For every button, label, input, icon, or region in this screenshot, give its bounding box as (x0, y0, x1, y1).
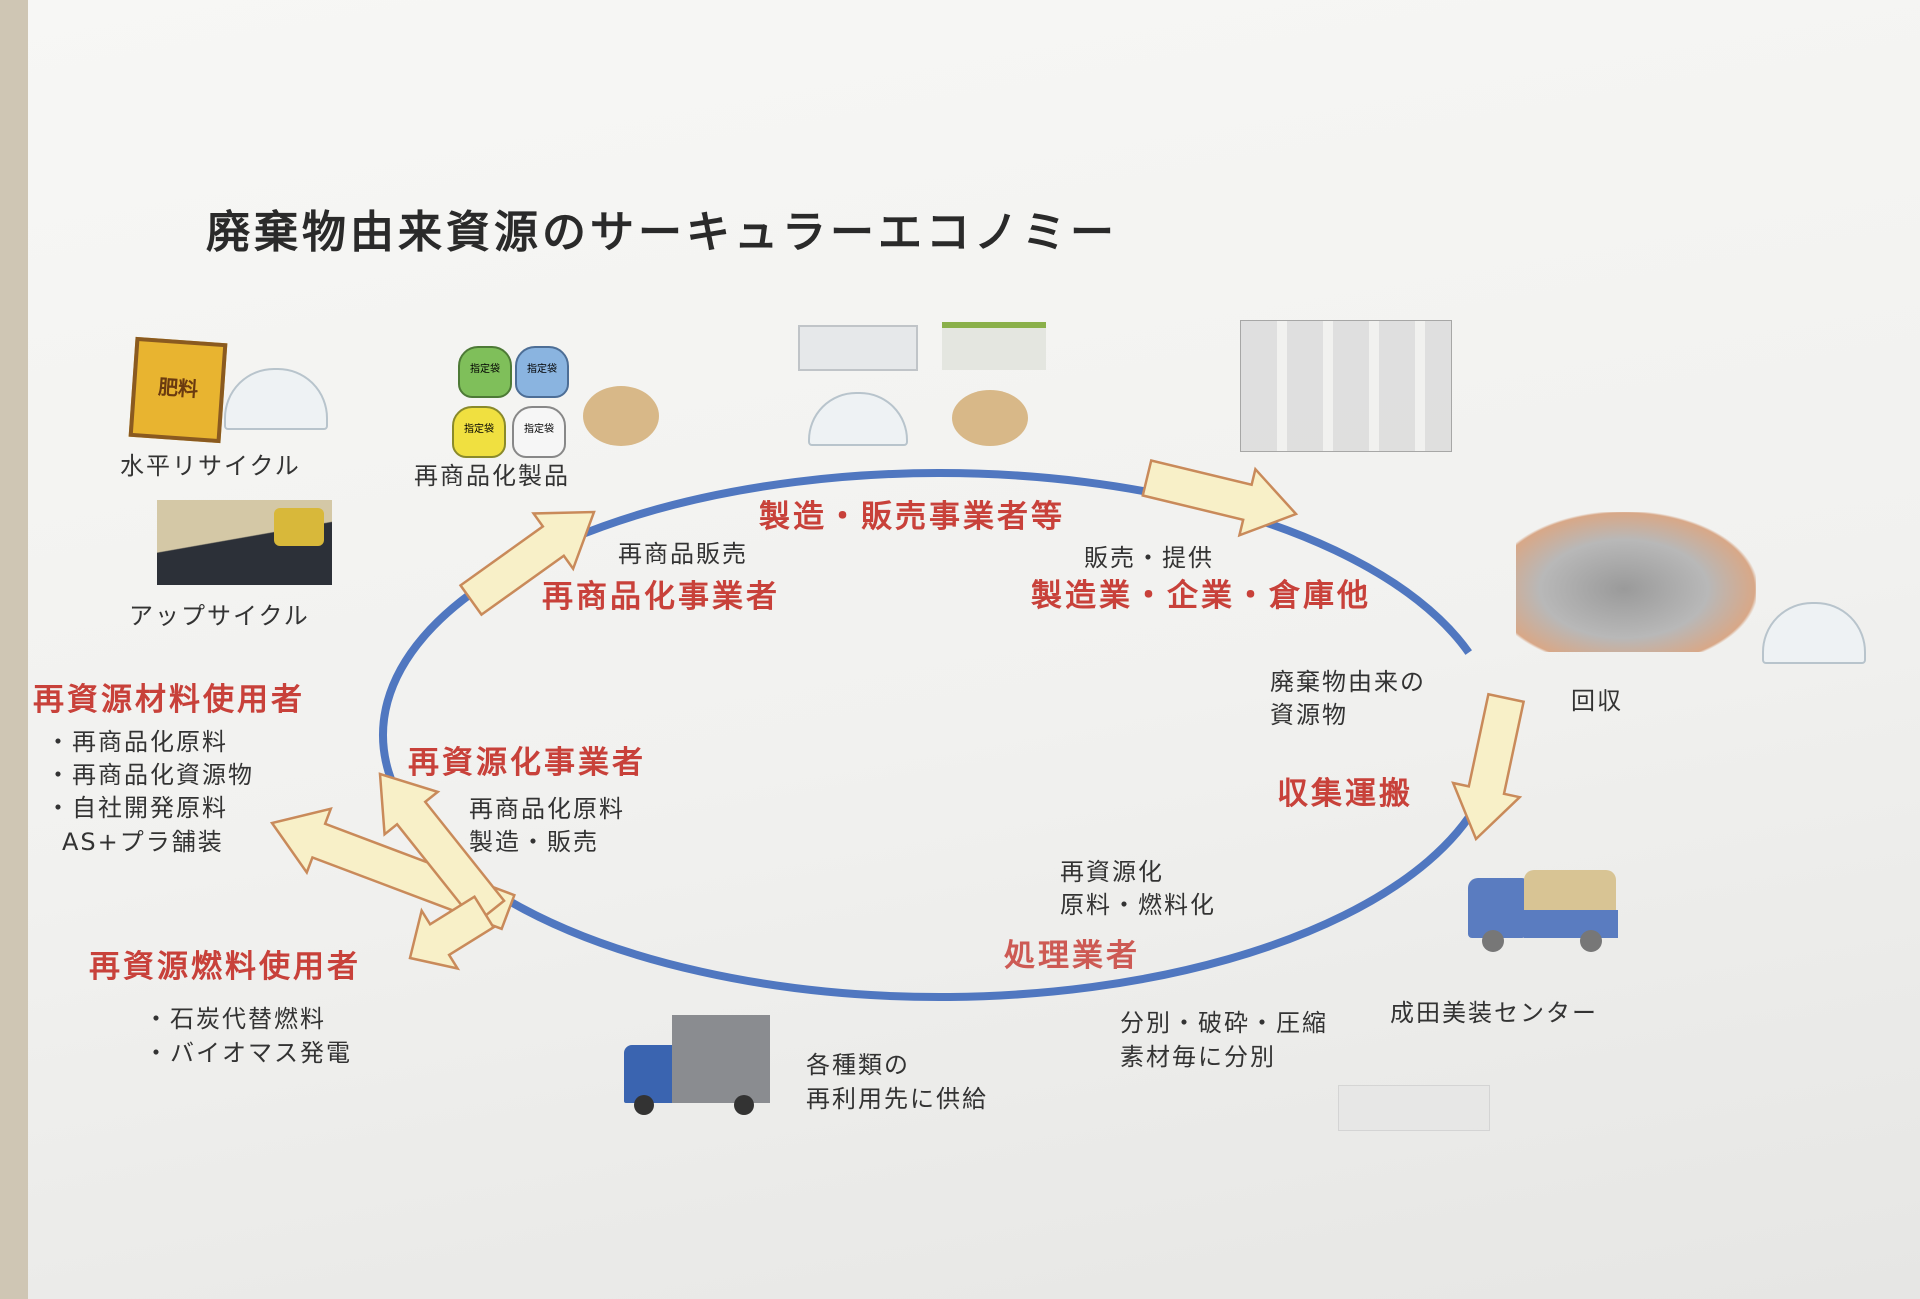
waste-resources-line1: 廃棄物由来の (1270, 668, 1426, 696)
industry-heading: 製造業・企業・倉庫他 (1031, 578, 1371, 614)
material-item: ・自社開発原料 (46, 794, 228, 822)
material-item: ・再商品化原料 (46, 728, 228, 756)
collection-label: 回収 (1571, 687, 1623, 715)
horizontal-recycle-label: 水平リサイクル (120, 452, 301, 480)
road-paving-icon (157, 500, 332, 585)
material-item: ・再商品化資源物 (46, 761, 254, 789)
diagram-title: 廃棄物由来資源のサーキュラーエコノミー (206, 207, 1118, 258)
recycling-process-line2: 原料・燃料化 (1060, 891, 1216, 919)
reproducts-label: 再商品化製品 (414, 462, 570, 490)
reproduct-sales-label: 再商品販売 (618, 540, 748, 568)
arrow-to-transport (1451, 692, 1526, 842)
designated-bag-green-icon: 指定袋 (458, 346, 512, 398)
designated-bag-yellow-icon: 指定袋 (452, 406, 506, 458)
waste-pile-icon (1516, 512, 1756, 652)
recycler-desc-line1: 再商品化原料 (469, 795, 625, 823)
recycling-process-line1: 再資源化 (1060, 858, 1164, 886)
warehouse-icon (942, 322, 1046, 370)
center-name: 成田美装センター (1390, 999, 1598, 1027)
processor-heading: 処理業者 (1004, 938, 1140, 974)
supply-line1: 各種類の (806, 1051, 910, 1079)
designated-bag-blue-icon: 指定袋 (515, 346, 569, 398)
arrow-to-industry (1141, 458, 1299, 538)
cycle-ring (378, 469, 1501, 1001)
reproducts-business-heading: 再商品化事業者 (542, 579, 780, 615)
large-truck-icon (624, 1015, 770, 1115)
bag-label: 指定袋 (524, 424, 554, 435)
material-item: AS+プラ舗装 (62, 828, 224, 856)
bag-label: 指定袋 (527, 364, 557, 375)
upcycle-label: アップサイクル (129, 602, 310, 630)
sorting-line1: 分別・破砕・圧縮 (1120, 1009, 1328, 1037)
fertilizer-label: 肥料 (157, 374, 199, 402)
factory-buildings-icon (1240, 320, 1452, 452)
recycler-desc-line2: 製造・販売 (469, 828, 599, 856)
fertilizer-bag-icon: 肥料 (128, 336, 228, 444)
sorting-line2: 素材毎に分別 (1120, 1043, 1276, 1071)
bag-label: 指定袋 (470, 364, 500, 375)
bag-label: 指定袋 (464, 424, 494, 435)
curb-block-icon (583, 386, 659, 446)
curb-block-icon (952, 390, 1028, 446)
sales-supply-label: 販売・提供 (1084, 544, 1214, 572)
arrow-to-reproducts (458, 510, 596, 617)
factory-icon (798, 325, 918, 371)
factory-faint-icon (1338, 1085, 1490, 1131)
fuel-users-heading: 再資源燃料使用者 (89, 949, 361, 985)
small-truck-icon (1468, 870, 1618, 952)
manufacturing-sales-heading: 製造・販売事業者等 (759, 499, 1065, 535)
transport-heading: 収集運搬 (1277, 776, 1413, 812)
fuel-item: ・石炭代替燃料 (144, 1005, 326, 1033)
recycler-heading: 再資源化事業者 (408, 745, 646, 781)
fuel-item: ・バイオマス発電 (144, 1039, 352, 1067)
supply-line2: 再利用先に供給 (806, 1085, 988, 1113)
material-users-heading: 再資源材料使用者 (33, 682, 305, 718)
arrow-to-fuel-users (408, 894, 496, 971)
designated-bag-white-icon: 指定袋 (512, 406, 566, 458)
waste-resources-line2: 資源物 (1270, 701, 1348, 729)
